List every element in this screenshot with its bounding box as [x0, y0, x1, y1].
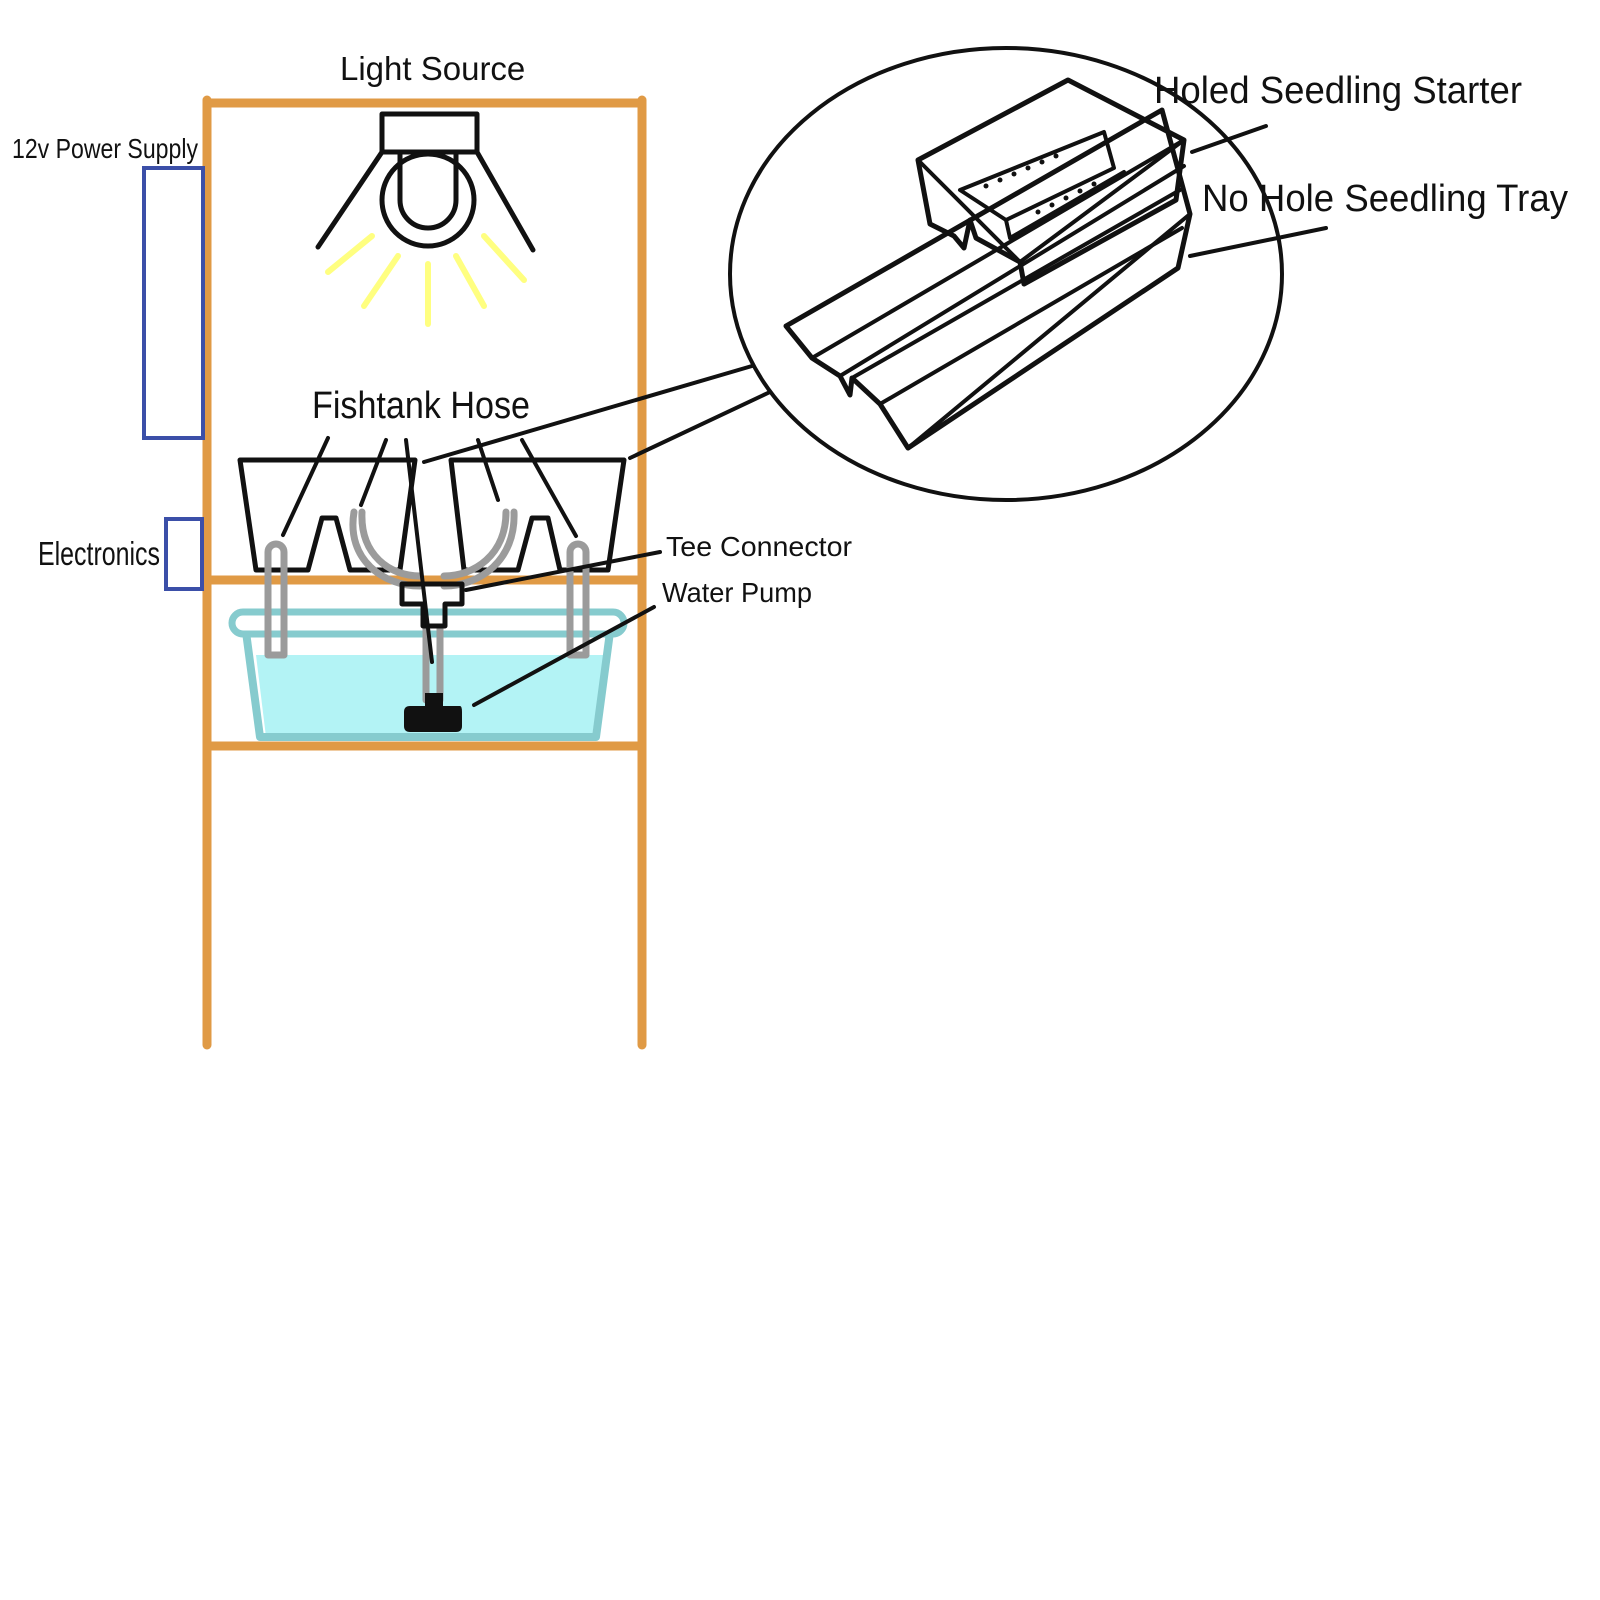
- water-pump-label: Water Pump: [662, 577, 812, 608]
- water-pump: [404, 693, 462, 732]
- callout-leader-upper: [422, 364, 754, 464]
- light-rays: [325, 233, 527, 327]
- light-source-label: Light Source: [340, 50, 525, 87]
- power-supply-label: 12v Power Supply: [12, 133, 198, 164]
- fishtank-hose-leaders: [281, 436, 578, 664]
- wooden-frame: [202, 95, 647, 1050]
- holed-seedling-starter-label: Holed Seedling Starter: [1154, 70, 1522, 112]
- tee-connector: [399, 581, 465, 629]
- no-hole-tray-leader: [1188, 226, 1328, 258]
- callout-leader-lower: [628, 390, 772, 460]
- detail-magnifier-circle: [728, 46, 1284, 502]
- fishtank-hose-label: Fishtank Hose: [312, 385, 530, 427]
- no-hole-seedling-tray: [783, 107, 1193, 451]
- water-pump-leader: [472, 605, 656, 707]
- left-seedling-tray: [237, 457, 418, 573]
- tee-connector-leader: [464, 550, 662, 592]
- starter-holes: [983, 153, 1097, 215]
- light-source: [315, 111, 536, 327]
- holed-starter-leader: [1190, 124, 1268, 154]
- electronics-label: Electronics: [38, 535, 160, 572]
- power-supply-box: [142, 166, 205, 440]
- electronics-box: [164, 517, 204, 591]
- tee-connector-label: Tee Connector: [666, 531, 852, 562]
- holed-seedling-starter: [915, 77, 1187, 287]
- right-seedling-tray: [448, 457, 627, 573]
- detail-callout: Holed Seedling Starter No Hole Seedling …: [422, 46, 1568, 502]
- no-hole-seedling-tray-label: No Hole Seedling Tray: [1202, 178, 1568, 220]
